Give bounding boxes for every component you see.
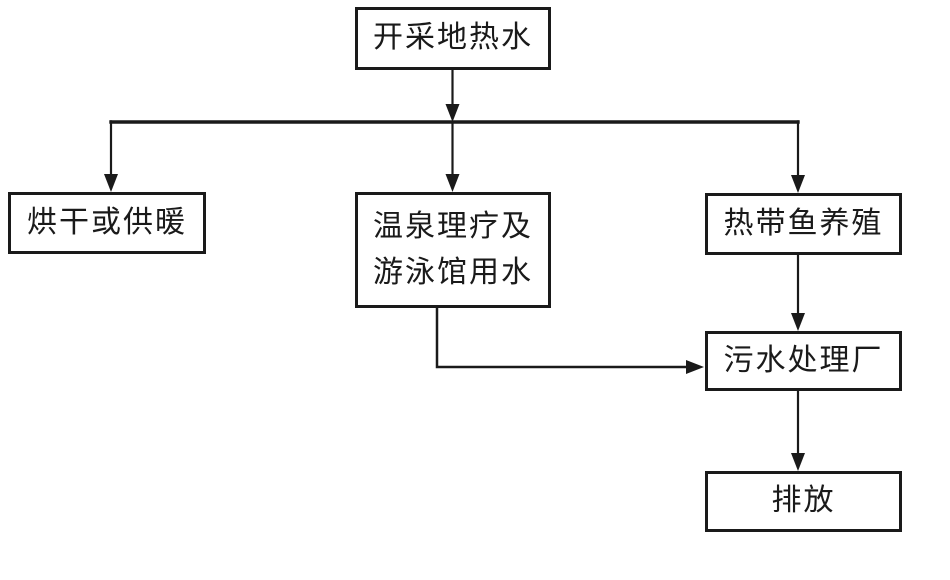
arrowhead-fish-to-sewage xyxy=(791,313,805,331)
node-label: 温泉理疗及 游泳馆用水 xyxy=(373,209,533,290)
arrowhead-extract-stem xyxy=(445,104,460,122)
node-label: 排放 xyxy=(771,484,836,518)
node-label: 热带鱼养殖 xyxy=(723,206,884,240)
arrowhead-sewage-to-discharge xyxy=(791,453,805,471)
node-tropical-fish-farming: 热带鱼养殖 xyxy=(705,193,902,255)
node-drying-or-heating: 烘干或供暖 xyxy=(8,192,206,254)
arrowhead-to-dry xyxy=(104,174,118,192)
node-extract-geothermal-water: 开采地热水 xyxy=(355,7,551,70)
node-label: 开采地热水 xyxy=(373,21,533,55)
node-hot-spring-therapy-swimming-pool-water: 温泉理疗及 游泳馆用水 xyxy=(355,192,551,308)
node-label: 烘干或供暖 xyxy=(27,205,187,239)
arrowhead-to-spa xyxy=(445,174,460,192)
arrowhead-spa-to-sewage xyxy=(686,360,704,374)
edge-spa-to-sewage xyxy=(435,307,688,369)
node-label: 污水处理厂 xyxy=(723,343,884,377)
arrowhead-to-fish xyxy=(791,175,805,193)
node-sewage-treatment-plant: 污水处理厂 xyxy=(705,331,902,391)
node-discharge: 排放 xyxy=(705,471,902,532)
